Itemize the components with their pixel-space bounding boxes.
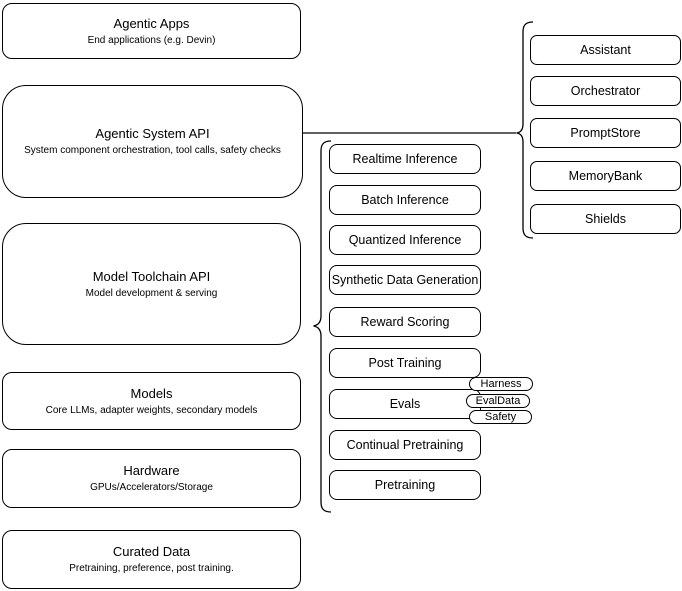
brace-toolchain [313, 140, 332, 513]
node-quantized-inference: Quantized Inference [329, 225, 481, 255]
node-synthetic-data-generation: Synthetic Data Generation [329, 265, 481, 295]
node-title: Agentic System API [95, 126, 210, 141]
node-reward-scoring: Reward Scoring [329, 307, 481, 337]
node-subtitle: GPUs/Accelerators/Storage [90, 482, 213, 493]
node-title: Hardware [123, 463, 180, 478]
node-evals: Evals [329, 389, 481, 419]
node-realtime-inference: Realtime Inference [329, 144, 481, 174]
node-continual-pretraining: Continual Pretraining [329, 430, 481, 460]
node-agentic-system-api: Agentic System API System component orch… [2, 85, 303, 198]
node-batch-inference: Batch Inference [329, 185, 481, 215]
node-model-toolchain-api: Model Toolchain API Model development & … [2, 223, 301, 345]
node-models: Models Core LLMs, adapter weights, secon… [2, 372, 301, 430]
node-orchestrator: Orchestrator [530, 76, 681, 106]
tag-safety: Safety [469, 410, 532, 424]
node-agentic-apps: Agentic Apps End applications (e.g. Devi… [2, 3, 301, 59]
node-title: Curated Data [112, 544, 191, 559]
node-post-training: Post Training [329, 348, 481, 378]
node-title: Model Toolchain API [92, 268, 211, 284]
tag-evaldata: EvalData [466, 394, 530, 408]
brace-system-components [516, 21, 534, 239]
node-hardware: Hardware GPUs/Accelerators/Storage [2, 449, 301, 508]
node-title: Models [130, 385, 173, 401]
node-curated-data: Curated Data Pretraining, preference, po… [2, 530, 301, 589]
node-subtitle: System component orchestration, tool cal… [24, 145, 281, 156]
node-subtitle: Model development & serving [85, 287, 218, 299]
node-subtitle: Pretraining, preference, post training. [69, 563, 234, 574]
node-title: Agentic Apps [113, 15, 190, 31]
node-subtitle: Core LLMs, adapter weights, secondary mo… [45, 404, 258, 416]
tag-harness: Harness [469, 377, 533, 391]
node-assistant: Assistant [530, 35, 681, 65]
node-pretraining: Pretraining [329, 470, 481, 500]
node-memorybank: MemoryBank [530, 161, 681, 191]
node-shields: Shields [530, 204, 681, 234]
node-promptstore: PromptStore [530, 118, 681, 148]
node-subtitle: End applications (e.g. Devin) [87, 34, 216, 46]
